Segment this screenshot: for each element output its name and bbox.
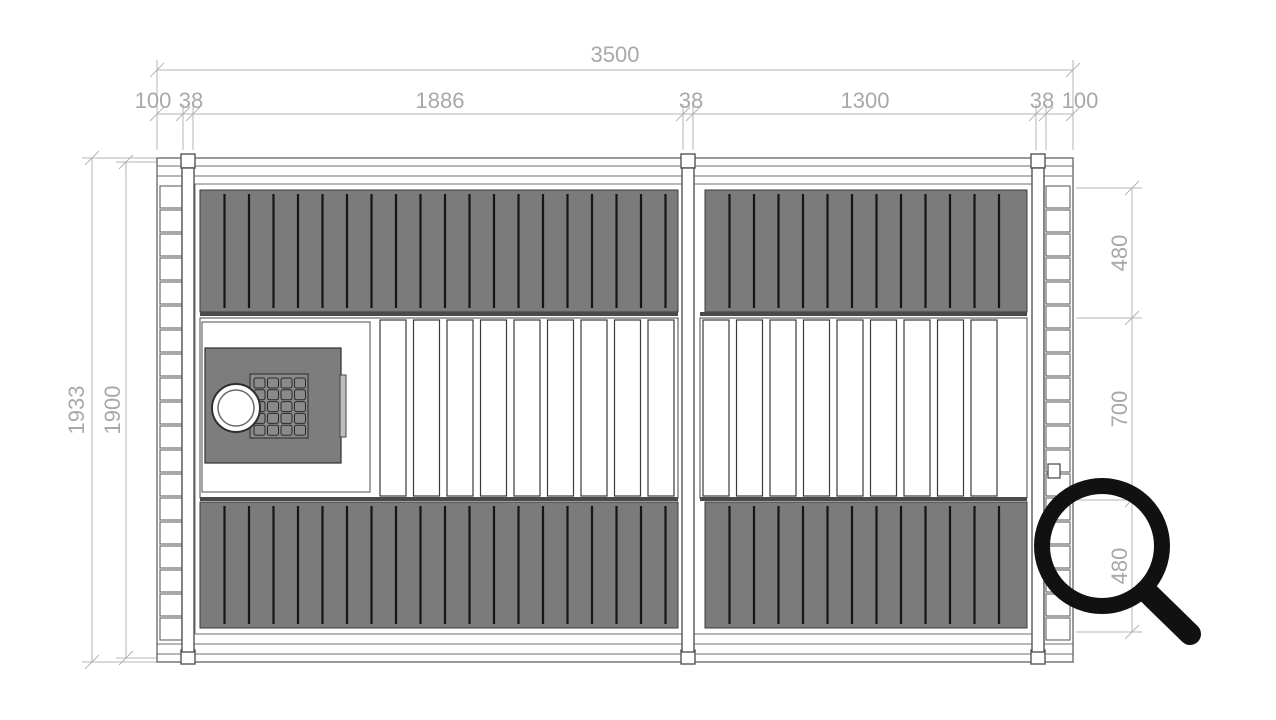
heater-stone [253,424,266,436]
top-dimension-labels: 3500 100 38 1886 38 1300 38 100 [135,42,1099,113]
bench-lower-room-2 [704,501,1028,629]
floor-slat [580,319,608,497]
wall-log [159,185,183,209]
bench-slat-gaps [223,194,1001,624]
wall-log [159,545,183,569]
heater-stone [267,377,279,389]
floor-slat [702,319,730,497]
end-wall-logs-left [159,185,183,641]
dim-left-post: 38 [179,88,203,113]
sauna-heater-icon [201,321,371,493]
wall-log [159,401,183,425]
floor-slat [735,319,764,497]
dim-left-margin: 100 [135,88,172,113]
wall-log [159,569,183,593]
wall-log [1045,377,1071,401]
heater-stone [294,412,306,424]
dim-overall-width: 3500 [591,42,640,67]
wall-log [159,497,183,521]
posts [180,153,1046,665]
heater-stone [280,401,293,413]
heater-stone [267,412,279,424]
heater-stone [280,424,293,436]
dim-right-post: 38 [1030,88,1054,113]
wall-log [1045,209,1071,233]
floor-slats [379,319,998,497]
benches [199,189,1028,629]
dim-room-1: 1886 [416,88,465,113]
wall-log [1045,401,1071,425]
heater-stone [294,424,306,436]
zoom-magnifier-button[interactable] [1028,476,1208,652]
wall-log [159,209,183,233]
floor-slat [446,319,474,497]
dim-floor-area: 700 [1107,391,1132,428]
wall-log [159,281,183,305]
heater-stone [267,424,279,436]
wall-log [159,521,183,545]
door-handle [1047,463,1061,479]
top-dimension-lines [149,60,1081,150]
floor-slat [647,319,675,497]
floor-slat [970,319,998,497]
wall-log [159,449,183,473]
left-dimension-lines [82,150,157,670]
bench-upper-room-1 [199,189,679,313]
wall-log [159,257,183,281]
floor-slat [802,319,831,497]
floor-slat [513,319,541,497]
wall-log [159,353,183,377]
dim-room-2: 1300 [841,88,890,113]
floor-slat [836,319,864,497]
heater-stone [294,377,306,389]
heater-stone [294,389,306,401]
wall-log [159,305,183,329]
floor-slat [869,319,898,497]
magnifier-icon [1034,478,1201,645]
dim-inner-depth: 1900 [100,386,125,435]
dim-right-margin: 100 [1062,88,1099,113]
heater-stone [280,389,293,401]
bench-upper-room-2 [704,189,1028,313]
wall-log [159,617,183,641]
floor-slat [479,319,508,497]
dim-middle-post: 38 [679,88,703,113]
wall-log [1045,353,1071,377]
wall-log [1045,425,1071,449]
dim-outer-depth: 1933 [64,386,89,435]
floor-slat [903,319,931,497]
wall-log [159,329,183,353]
wall-log [1045,305,1071,329]
wall-log [1045,329,1071,353]
floor-slat [769,319,797,497]
heater-stone [294,401,306,413]
floor-slat [412,319,441,497]
wall-log [1045,617,1071,641]
floor-edges [200,312,1027,501]
wall-log [159,473,183,497]
floor-slat [613,319,642,497]
heater-stone [280,377,293,389]
heater-stone [267,401,279,413]
wall-log [159,233,183,257]
bench-lower-room-1 [199,501,679,629]
floor-slat [936,319,965,497]
wall-log [1045,257,1071,281]
heater-stone [280,412,293,424]
heater-stone [267,389,279,401]
wall-log [1045,281,1071,305]
heater-stone [253,377,266,389]
wall-log [1045,233,1071,257]
wall-log [159,377,183,401]
wall-log [159,425,183,449]
dim-lower-bench: 480 [1107,548,1132,585]
dim-upper-bench: 480 [1107,235,1132,272]
floor-slat [379,319,407,497]
wall-log [1045,185,1071,209]
floor-slat [546,319,575,497]
wall-log [159,593,183,617]
